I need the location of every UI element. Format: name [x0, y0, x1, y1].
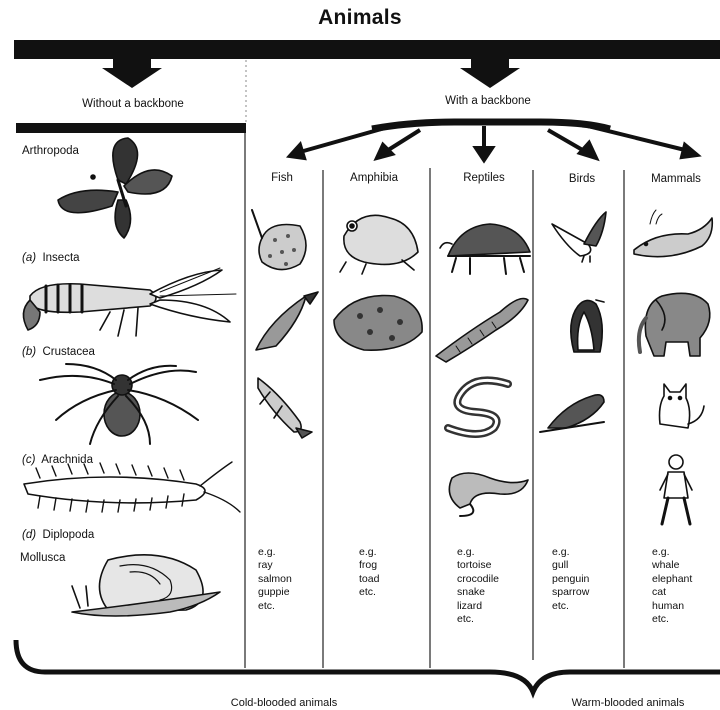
example-item: etc.: [359, 586, 379, 599]
branch-label-vertebrates: With a backbone: [445, 95, 531, 107]
arrow-vertebrates: [460, 59, 520, 88]
blood-temperature-braces: [16, 640, 720, 692]
example-item: elephant: [652, 573, 692, 586]
example-item: e.g.: [457, 546, 499, 559]
example-item: tortoise: [457, 559, 499, 572]
example-item: cat: [652, 586, 692, 599]
phylum-mollusca: Mollusca: [20, 552, 65, 564]
vertebrate-bar: [372, 122, 610, 129]
example-item: whale: [652, 559, 692, 572]
examples-reptiles: e.g. tortoise crocodile snake lizard etc…: [457, 546, 499, 626]
example-item: ray: [258, 559, 292, 572]
example-item: etc.: [552, 600, 589, 613]
example-item: etc.: [652, 613, 692, 626]
phylum-arthropoda: Arthropoda: [22, 145, 79, 157]
example-item: crocodile: [457, 573, 499, 586]
group-label-cold-blooded: Cold-blooded animals: [231, 697, 337, 709]
class-header-mammals: Mammals: [651, 173, 701, 185]
example-item: e.g.: [359, 546, 379, 559]
example-item: e.g.: [258, 546, 292, 559]
class-diplopoda: (d) Diplopoda: [22, 529, 94, 541]
example-item: toad: [359, 573, 379, 586]
examples-amphibia: e.g. frog toad etc.: [359, 546, 379, 600]
arrow-invertebrates: [102, 59, 162, 88]
example-item: gull: [552, 559, 589, 572]
root-bar: [14, 40, 720, 59]
example-item: penguin: [552, 573, 589, 586]
example-item: lizard: [457, 600, 499, 613]
branch-label-invertebrates: Without a backbone: [82, 98, 184, 110]
diagram-title: Animals: [0, 6, 720, 30]
example-item: etc.: [258, 600, 292, 613]
class-header-fish: Fish: [271, 172, 293, 184]
example-item: e.g.: [652, 546, 692, 559]
examples-mammals: e.g. whale elephant cat human etc.: [652, 546, 692, 626]
group-label-warm-blooded: Warm-blooded animals: [572, 697, 685, 709]
examples-fish: e.g. ray salmon guppie etc.: [258, 546, 292, 613]
example-item: sparrow: [552, 586, 589, 599]
example-item: human: [652, 600, 692, 613]
class-header-amphibia: Amphibia: [350, 172, 398, 184]
example-item: salmon: [258, 573, 292, 586]
example-item: snake: [457, 586, 499, 599]
example-item: guppie: [258, 586, 292, 599]
example-item: frog: [359, 559, 379, 572]
class-crustacea: (b) Crustacea: [22, 346, 95, 358]
class-arachnida: (c) Arachnida: [22, 454, 93, 466]
fan-arrows: [290, 126, 697, 160]
example-item: etc.: [457, 613, 499, 626]
class-header-birds: Birds: [569, 173, 595, 185]
examples-birds: e.g. gull penguin sparrow etc.: [552, 546, 589, 613]
class-header-reptiles: Reptiles: [463, 172, 505, 184]
example-item: e.g.: [552, 546, 589, 559]
class-insecta: (a) Insecta: [22, 252, 80, 264]
invertebrate-bar: [16, 123, 246, 133]
